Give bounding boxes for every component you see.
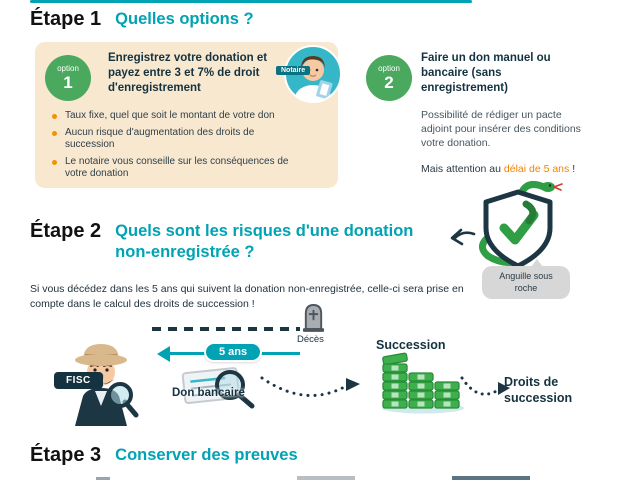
option1-badge: option 1 (45, 55, 91, 101)
step3-header: Étape 3 Conserver des preuves (30, 444, 298, 466)
fisc-badge: FISC (54, 372, 103, 389)
warning-highlight: délai de 5 ans (503, 163, 570, 175)
step1-title: Quelles options ? (115, 10, 254, 28)
step2-header: Étape 2 Quels sont les risques d'une don… (30, 220, 445, 262)
bullet-text: Le notaire vous conseille sur les conséq… (65, 155, 289, 180)
step1-header: Étape 1 Quelles options ? (30, 8, 254, 30)
bank-donation-label: Don bancaire (172, 387, 245, 399)
step1-label: Étape 1 (30, 8, 102, 30)
step2-label: Étape 2 (30, 220, 102, 242)
money-stacks-icon (382, 352, 464, 414)
step3-label: Étape 3 (30, 444, 102, 466)
bullet-dot-icon (52, 159, 57, 165)
option2-badge: option 2 (366, 55, 412, 101)
bullet-item: Taux fixe, quel que soit le montant de v… (52, 110, 302, 123)
option1-bullet-list: Taux fixe, quel que soit le montant de v… (52, 110, 302, 185)
notary-avatar-icon (284, 45, 342, 103)
cutoff-next-section (297, 476, 355, 480)
option1-badge-number: 1 (63, 73, 73, 92)
step2-intro: Si vous décédez dans les 5 ans qui suive… (30, 283, 464, 310)
bullet-dot-icon (52, 130, 57, 136)
option2-warning: Mais attention au délai de 5 ans ! (421, 163, 611, 175)
succession-rights-label: Droits de succession (504, 375, 573, 406)
option2-heading: Faire un don manuel ou bancaire (sans en… (421, 52, 551, 94)
death-label: Décès (297, 334, 324, 345)
option1-heading: Enregistrez votre donation et payez entr… (108, 52, 268, 94)
bullet-item: Aucun risque d'augmentation des droits d… (52, 127, 302, 152)
succession-label: Succession (376, 338, 446, 352)
warning-suffix: ! (569, 163, 576, 175)
arrow-left-icon (450, 228, 476, 246)
five-years-badge: 5 ans (204, 342, 263, 362)
tombstone-icon (302, 304, 325, 332)
option2-badge-number: 2 (384, 73, 394, 92)
cutoff-next-section (96, 477, 110, 480)
bank-document-icon (181, 367, 255, 409)
bullet-text: Aucun risque d'augmentation des droits d… (65, 126, 255, 151)
option1-badge-word: option (57, 64, 79, 73)
top-divider (30, 0, 472, 3)
dotted-arrow-icon (260, 376, 360, 397)
dotted-arrow-icon (460, 376, 510, 396)
shield-check-snake-icon (479, 181, 563, 269)
option2-badge-word: option (378, 64, 400, 73)
option2-body: Possibilité de rédiger un pacte adjoint … (421, 109, 581, 150)
step2-title: Quels sont les risques d'une donation no… (115, 222, 414, 261)
cutoff-next-section (452, 476, 530, 480)
step3-title: Conserver des preuves (115, 446, 298, 464)
speech-bubble: Anguille sous roche (482, 258, 570, 300)
notary-label: Notaire (276, 66, 311, 75)
five-years-arrowhead (157, 346, 170, 362)
bullet-text: Taux fixe, quel que soit le montant de v… (65, 110, 275, 121)
timeline-dashed-line (152, 327, 300, 331)
bullet-dot-icon (52, 114, 57, 119)
warning-prefix: Mais attention au (421, 163, 504, 175)
bullet-item: Le notaire vous conseille sur les conséq… (52, 156, 302, 181)
